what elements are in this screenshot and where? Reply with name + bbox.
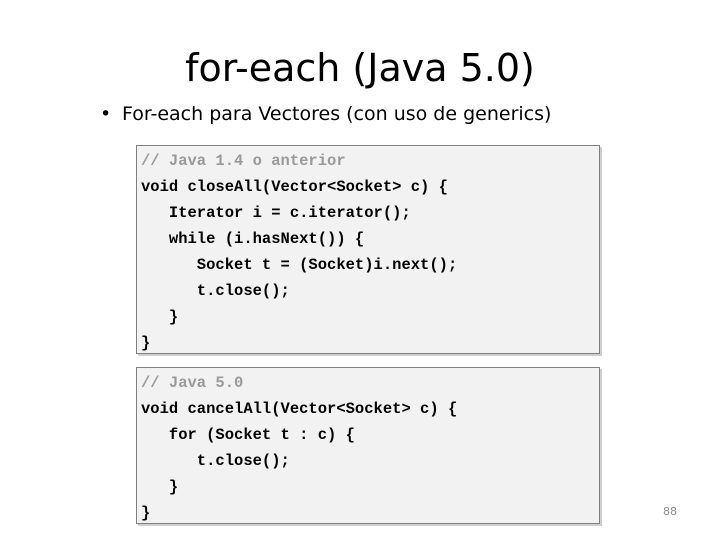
- slide-title: for-each (Java 5.0): [185, 46, 535, 90]
- code-comment: // Java 5.0: [141, 374, 244, 392]
- page-number: 88: [663, 505, 677, 518]
- code-line: t.close();: [141, 282, 290, 300]
- code-block-java-1-4: // Java 1.4 o anterior void closeAll(Vec…: [136, 145, 600, 354]
- code-line: }: [141, 334, 151, 352]
- bullet-text: For-each para Vectores (con uso de gener…: [122, 103, 552, 125]
- code-block-java-5-0: // Java 5.0 void cancelAll(Vector<Socket…: [136, 367, 600, 524]
- code-line: for (Socket t : c) {: [141, 426, 355, 444]
- code-comment: // Java 1.4 o anterior: [141, 152, 346, 170]
- code-line: while (i.hasNext()) {: [141, 230, 365, 248]
- code-line: t.close();: [141, 452, 290, 470]
- code-line: Iterator i = c.iterator();: [141, 204, 411, 222]
- code-line: void cancelAll(Vector<Socket> c) {: [141, 400, 458, 418]
- code-line: }: [141, 308, 179, 326]
- bullet-icon: •: [100, 103, 112, 125]
- code-line: Socket t = (Socket)i.next();: [141, 256, 458, 274]
- code-line: void closeAll(Vector<Socket> c) {: [141, 178, 448, 196]
- code-line: }: [141, 504, 151, 522]
- bullet-item: • For-each para Vectores (con uso de gene…: [100, 100, 551, 128]
- code-line: }: [141, 478, 179, 496]
